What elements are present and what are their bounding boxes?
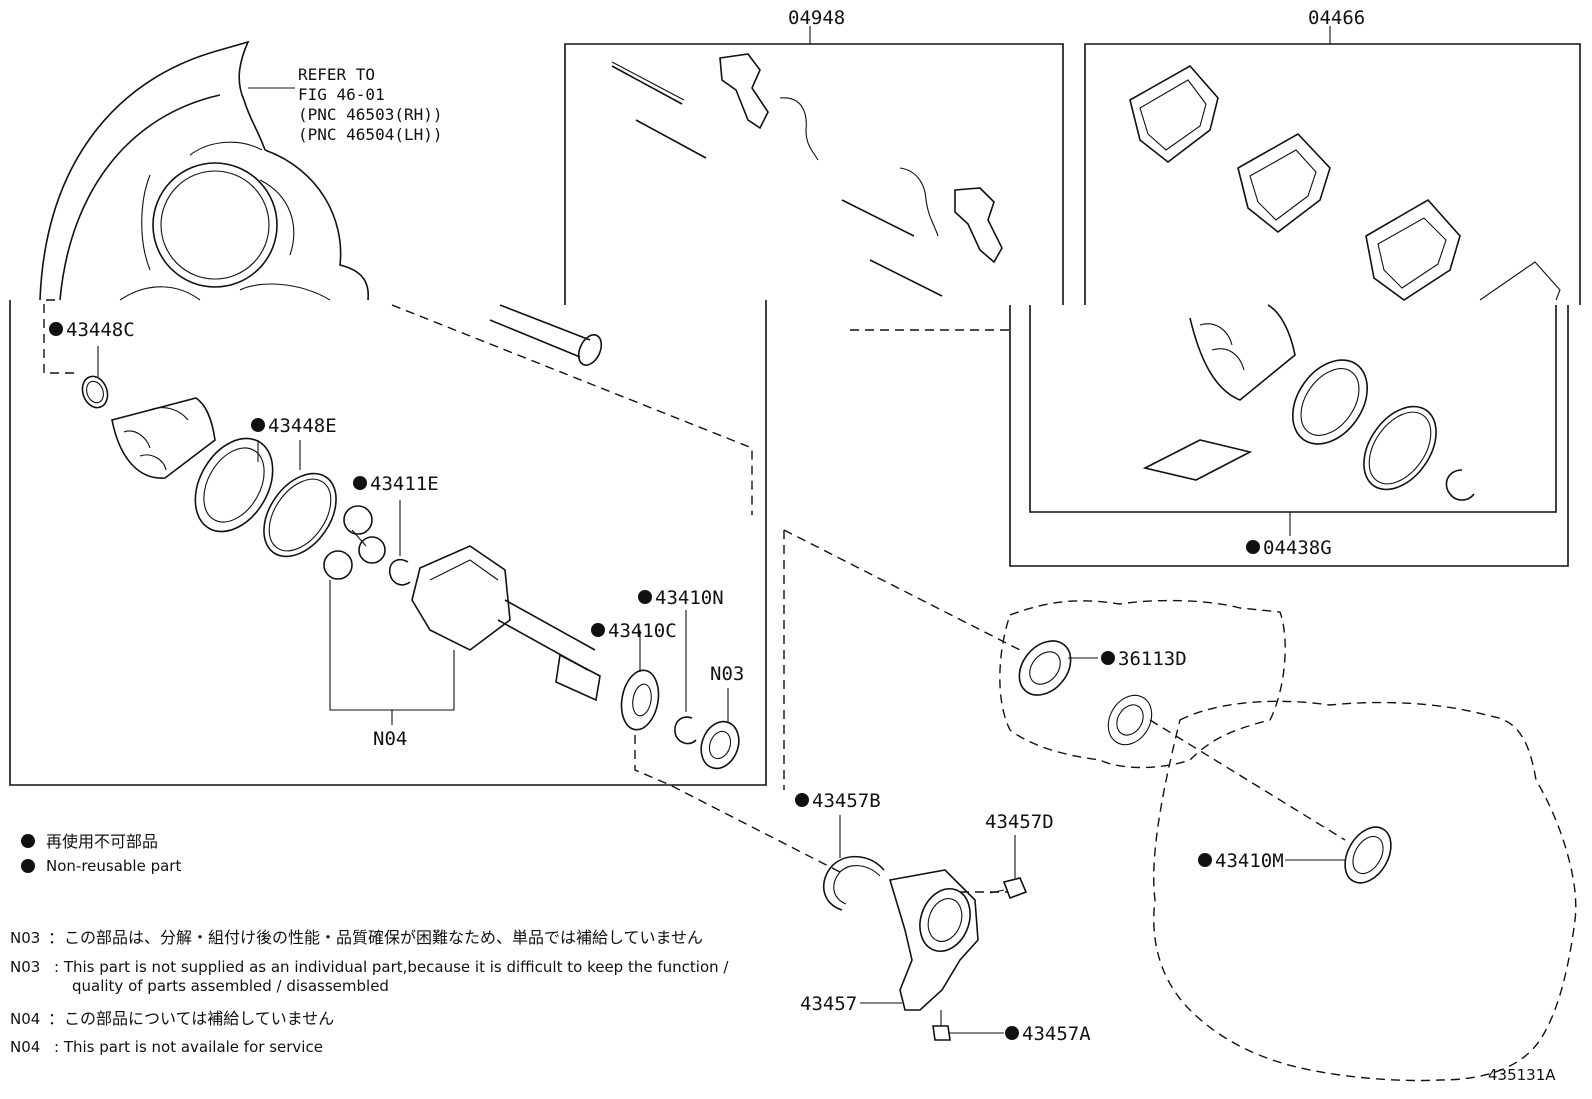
note-n03-en-code: N03 <box>10 958 40 976</box>
non-reusable-mark <box>1101 651 1115 665</box>
frame-kit-04948 <box>564 26 1064 305</box>
legend-en: Non-reusable part <box>46 857 181 875</box>
non-reusable-mark <box>1246 540 1260 554</box>
label-43410M: 43410M <box>1215 850 1284 872</box>
tripod-joint <box>323 505 386 580</box>
frame-main-assembly <box>9 300 767 786</box>
non-reusable-mark <box>353 476 367 490</box>
housing-bore <box>1107 694 1153 746</box>
refer-note-line1: REFER TO <box>298 65 375 84</box>
kit-04948-pins-and-clips <box>611 53 1003 297</box>
snap-ring-43410N <box>674 716 697 745</box>
refer-note-line4: (PNC 46504(LH)) <box>298 125 443 144</box>
frame-kit-04438G-inner <box>1029 305 1557 536</box>
non-reusable-mark <box>638 590 652 604</box>
bolt-43457A <box>932 1010 951 1041</box>
label-43457B: 43457B <box>812 790 881 812</box>
outer-boot-clamp <box>81 375 109 409</box>
label-43410N: 43410N <box>655 587 724 609</box>
note-n04-jp-text: ：この部品については補給していません <box>48 1009 334 1028</box>
label-kit-04466: 04466 <box>1308 7 1365 29</box>
transmission-case-outline <box>999 599 1577 1082</box>
non-reusable-mark <box>49 322 63 336</box>
boot-clamp-large <box>263 472 337 558</box>
note-n03-jp-code: N03 <box>10 929 40 947</box>
label-36113D: 36113D <box>1118 648 1187 670</box>
figure-id: 435131A <box>1488 1066 1556 1084</box>
label-43457A: 43457A <box>1022 1023 1091 1045</box>
label-N04: N04 <box>373 728 407 750</box>
refer-note-line2: FIG 46-01 <box>298 85 385 104</box>
legend-jp: 再使用不可部品 <box>46 832 158 851</box>
dust-seal-43410C <box>620 669 660 731</box>
label-43411E: 43411E <box>370 473 439 495</box>
label-43457D: 43457D <box>985 811 1054 833</box>
label-43410C: 43410C <box>608 620 677 642</box>
label-kit-04948: 04948 <box>788 7 845 29</box>
oil-seal-N03 <box>700 720 740 770</box>
n04-bracket <box>329 580 455 725</box>
legend-bullet <box>21 834 35 848</box>
backing-plate-drawing <box>39 40 369 301</box>
note-n04-jp-code: N04 <box>10 1010 40 1028</box>
oil-seal-43410M <box>1344 826 1392 884</box>
label-kit-04438G: 04438G <box>1263 537 1332 559</box>
inner-joint-housing <box>411 545 601 702</box>
oil-seal-36113D <box>1018 640 1072 696</box>
label-43457: 43457 <box>800 993 857 1015</box>
non-reusable-mark <box>251 418 265 432</box>
note-n04-en-text: : This part is not availale for service <box>54 1038 323 1056</box>
non-reusable-mark <box>1198 853 1212 867</box>
frame-kit-04466 <box>1084 26 1581 305</box>
note-n04-en-code: N04 <box>10 1038 40 1056</box>
tripod-housing-ring <box>194 437 274 533</box>
refer-note-line3: (PNC 46503(RH)) <box>298 105 443 124</box>
kit-04466-shims <box>1129 64 1561 301</box>
snap-ring-43411E <box>388 558 411 586</box>
note-n03-en-text1: : This part is not supplied as an indivi… <box>54 958 729 976</box>
kit-04438G-boot <box>1142 304 1475 501</box>
legend-bullet <box>21 859 35 873</box>
note-n03-en-text2: quality of parts assembled / disassemble… <box>72 977 389 995</box>
leader-lines <box>97 346 1346 1034</box>
label-43448E: 43448E <box>268 415 337 437</box>
label-N03: N03 <box>710 663 744 685</box>
non-reusable-mark <box>591 623 605 637</box>
note-n03-jp-text: ：この部品は、分解・組付け後の性能・品質確保が困難なため、単品では補給していませ… <box>48 928 703 947</box>
non-reusable-mark <box>795 793 809 807</box>
label-43448C: 43448C <box>66 319 135 341</box>
inner-boot <box>111 397 216 479</box>
snap-ring-43457B <box>823 855 885 911</box>
non-reusable-mark <box>1005 1026 1019 1040</box>
bracket-43457 <box>888 869 979 1011</box>
bolt-43457D <box>989 877 1028 900</box>
outer-shaft-end <box>489 304 603 366</box>
frame-kit-04438G-outer <box>1009 305 1569 567</box>
